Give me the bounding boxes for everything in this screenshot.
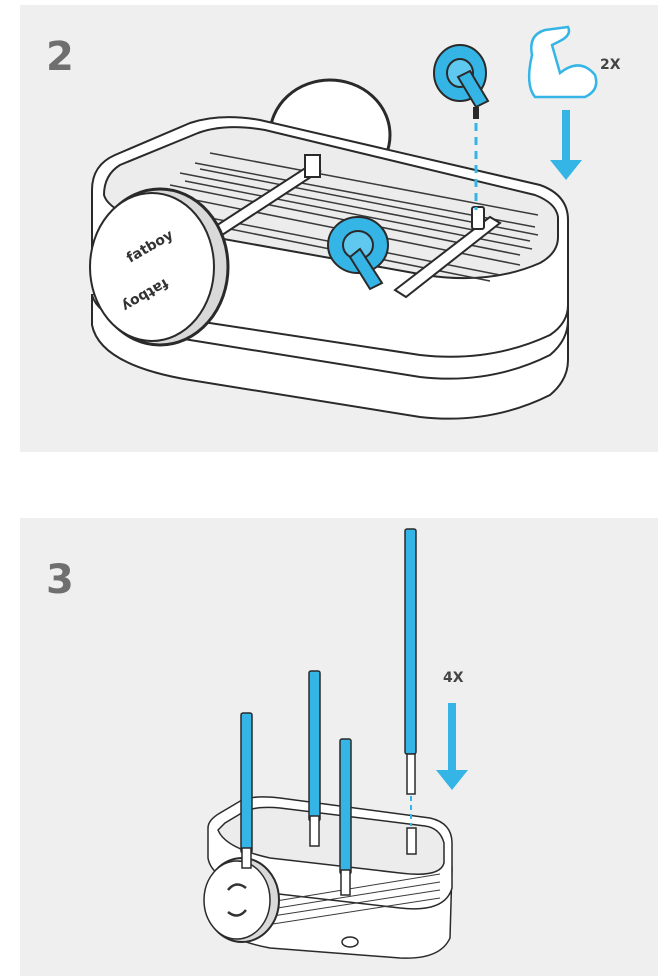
- caster-mounted: [327, 216, 389, 291]
- quantity-label: 2X: [600, 57, 621, 73]
- caster-detached: [433, 44, 490, 119]
- post-bases: [241, 753, 417, 896]
- front-wheel: fatboy fatboy: [89, 187, 230, 347]
- down-arrow-icon: [436, 703, 468, 790]
- frame-bars: [203, 154, 502, 299]
- quantity-label: 4X: [443, 670, 464, 686]
- down-arrow-icon: [550, 110, 582, 180]
- step-3-panel: 3 4X: [20, 518, 658, 976]
- caster: [341, 936, 359, 948]
- step-number: 2: [46, 34, 74, 80]
- step-3-illustration: [203, 528, 468, 959]
- flexed-arm-icon: [527, 25, 598, 99]
- step-2-illustration: fatboy fatboy: [89, 25, 598, 420]
- front-wheel: [203, 857, 280, 943]
- blue-posts: [240, 528, 417, 875]
- tray-slats: [259, 873, 441, 927]
- step-number: 3: [46, 557, 74, 603]
- step-2-panel: 2 2X: [20, 5, 658, 452]
